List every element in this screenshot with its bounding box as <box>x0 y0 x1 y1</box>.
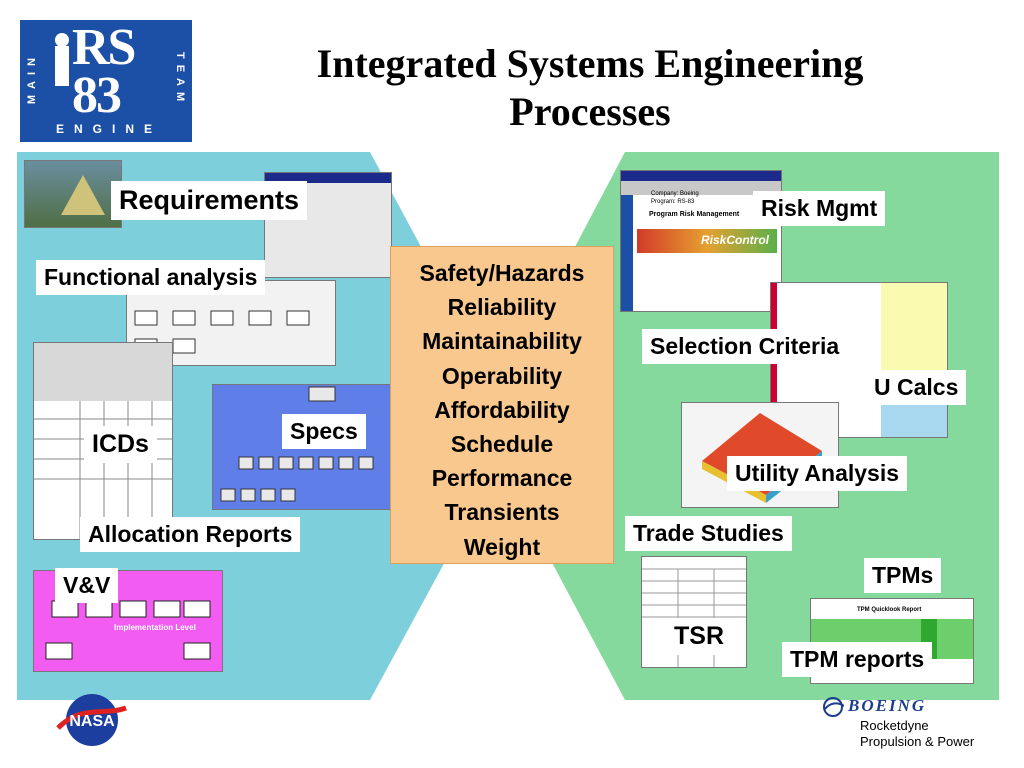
rocketdyne-line: Rocketdyne <box>860 718 929 733</box>
label-allocation-reports: Allocation Reports <box>80 517 301 552</box>
label-utility-analysis: Utility Analysis <box>727 456 908 491</box>
label-tpms: TPMs <box>864 558 942 593</box>
rs83-logo: RS 83 MAIN TEAM ENGINE <box>20 20 192 142</box>
label-selection-criteria: Selection Criteria <box>642 329 848 364</box>
utility-surface-plot <box>681 402 839 508</box>
logo-83: 83 <box>72 67 122 124</box>
risk-control-banner: RiskControl <box>637 229 777 253</box>
tpm-report-title: TPM Quicklook Report <box>857 607 922 613</box>
rocket-figure-icon <box>55 33 69 86</box>
risk-screen-heading: Program Risk Management <box>649 211 740 218</box>
label-functional-analysis: Functional analysis <box>36 260 266 295</box>
center-item-transients: Transients <box>444 499 560 526</box>
risk-program-label: Program: RS-83 <box>651 199 695 205</box>
label-specs: Specs <box>282 414 366 449</box>
requirements-tool-thumbnail <box>24 160 122 228</box>
center-item-weight: Weight <box>463 533 541 560</box>
vv-flow-icon <box>45 600 211 660</box>
logo-team: TEAM <box>174 52 186 108</box>
label-u-calcs: U Calcs <box>866 370 967 405</box>
nasa-logo-text: NASA <box>69 713 115 730</box>
title-line-2: Processes <box>509 89 671 134</box>
label-risk-mgmt: Risk Mgmt <box>753 191 886 226</box>
pyramid-icon <box>61 175 105 215</box>
vv-level-label: Implementation Level <box>114 623 196 632</box>
risk-brand-label: RiskControl <box>700 233 769 247</box>
center-item-affordability: Affordability <box>434 396 570 423</box>
logo-engine: ENGINE <box>56 122 163 136</box>
propulsion-line: Propulsion & Power <box>860 734 975 749</box>
center-item-schedule: Schedule <box>450 431 554 458</box>
attributes-box: Safety/Hazards Reliability Maintainabili… <box>390 246 614 564</box>
center-item-reliability: Reliability <box>447 294 557 321</box>
label-icds: ICDs <box>84 426 157 463</box>
center-item-safety: Safety/Hazards <box>419 260 585 286</box>
risk-company-label: Company: Boeing <box>651 191 699 197</box>
nasa-logo: NASA <box>56 694 127 746</box>
label-trade-studies: Trade Studies <box>625 516 792 551</box>
logo-mark: RS 83 <box>72 22 137 122</box>
boeing-wordmark: BOEING <box>848 696 927 715</box>
page-title: Integrated Systems Engineering Processes <box>230 40 950 136</box>
label-tpm-reports: TPM reports <box>782 642 933 677</box>
spec-tree-icon <box>220 386 374 502</box>
label-requirements: Requirements <box>111 181 308 220</box>
icd-grid-icon <box>34 343 172 539</box>
title-line-1: Integrated Systems Engineering <box>316 41 864 86</box>
rocketdyne-caption: Rocketdyne Propulsion & Power <box>860 718 974 750</box>
label-tsr: TSR <box>666 618 732 655</box>
utility-surface-icon <box>702 413 822 503</box>
center-item-performance: Performance <box>431 465 573 492</box>
center-item-maintainability: Maintainability <box>422 328 582 355</box>
center-item-operability: Operability <box>441 362 563 389</box>
label-vv: V&V <box>55 568 119 603</box>
boeing-symbol-icon <box>823 697 844 717</box>
logo-rs: RS <box>72 19 137 76</box>
